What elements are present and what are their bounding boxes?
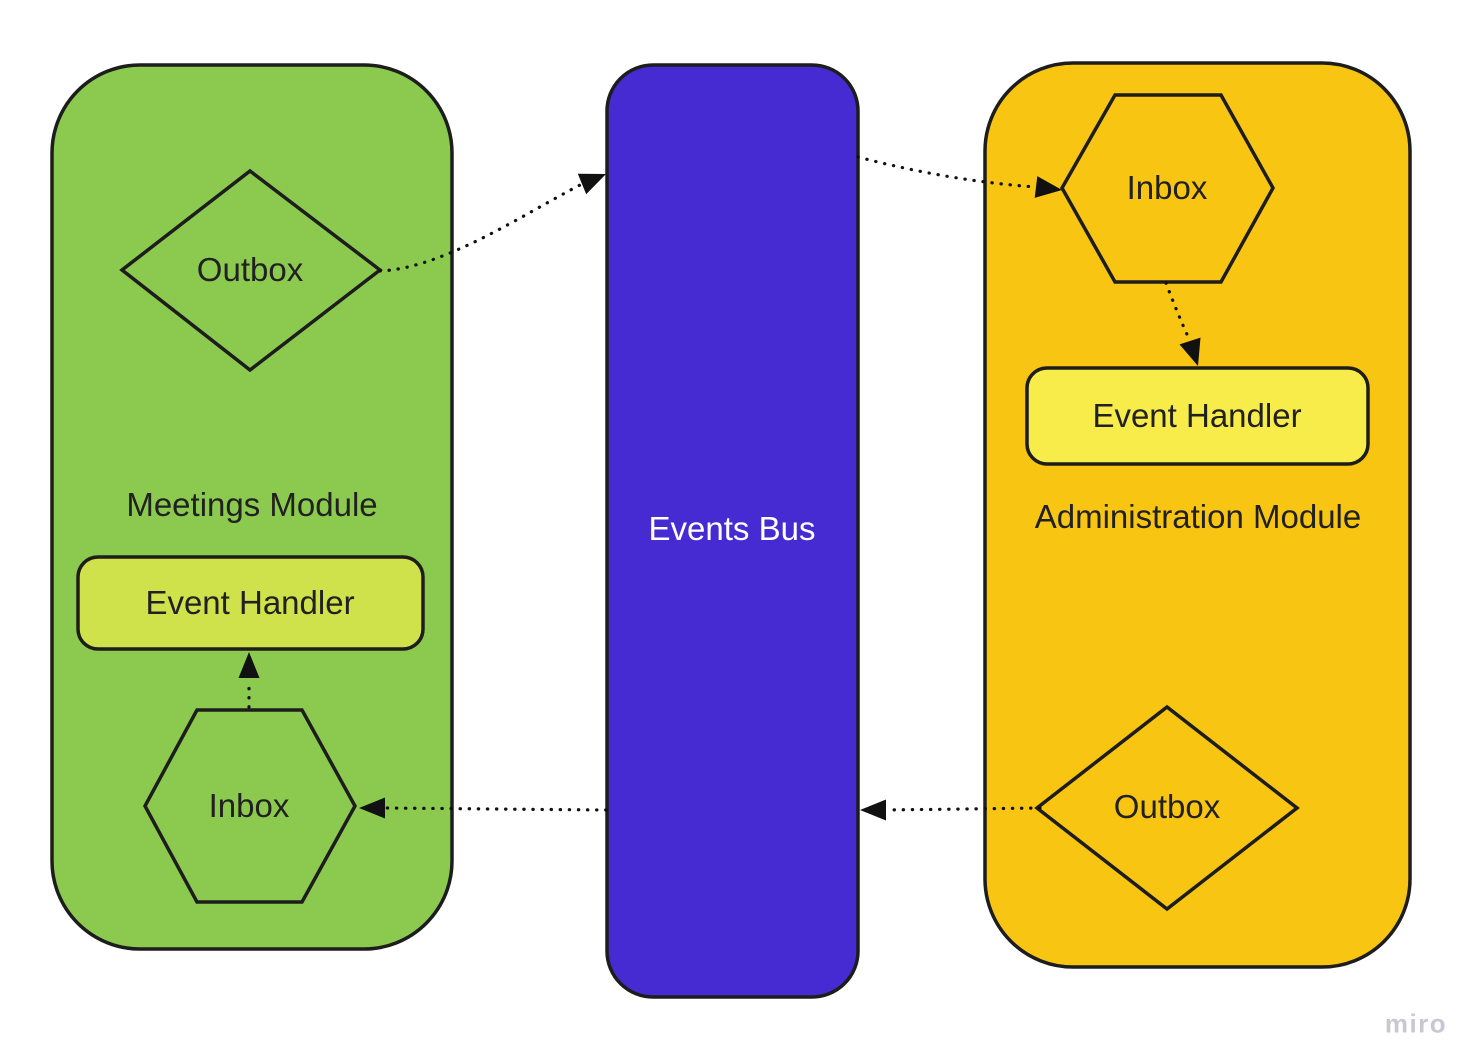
admin-event-handler-box: [1025, 366, 1370, 466]
arrow-admin-inbox-to-admin-event-handler: [1164, 281, 1201, 366]
arrow-meetings-outbox-to-events-bus: [378, 173, 606, 273]
administration-module-box: [983, 61, 1412, 969]
arrowhead-icon: [860, 799, 886, 821]
arrowhead-icon: [1179, 337, 1201, 366]
arrow-admin-outbox-to-events-bus: [860, 799, 1042, 821]
meetings-module-title: Meetings Module: [126, 485, 378, 523]
meetings-inbox-label: Inbox: [208, 786, 290, 824]
arrowhead-icon: [238, 652, 260, 678]
admin-outbox-diamond: [1034, 704, 1300, 912]
arrow-events-bus-to-meetings-inbox: [359, 797, 608, 819]
meetings-event-handler-label: Event Handler: [145, 583, 355, 621]
meetings-event-handler-box: [76, 555, 425, 651]
arrow-events-bus-to-admin-inbox: [856, 155, 1062, 198]
events-bus-box: [605, 63, 860, 999]
events-bus-title: Events Bus: [648, 509, 816, 547]
meetings-inbox-hexagon: [143, 708, 357, 904]
admin-module-title: Administration Module: [1034, 497, 1362, 535]
arrow-meetings-inbox-to-meetings-event-handler: [238, 652, 260, 709]
arrowhead-icon: [1034, 176, 1062, 198]
arrowhead-icon: [359, 797, 385, 819]
admin-inbox-label: Inbox: [1126, 168, 1208, 206]
miro-watermark-logo: miro: [1384, 1008, 1448, 1039]
meetings-outbox-label: Outbox: [196, 250, 304, 288]
admin-outbox-label: Outbox: [1113, 787, 1221, 825]
admin-event-handler-label: Event Handler: [1092, 396, 1302, 434]
admin-inbox-hexagon: [1059, 93, 1276, 284]
arrowhead-icon: [577, 173, 606, 195]
